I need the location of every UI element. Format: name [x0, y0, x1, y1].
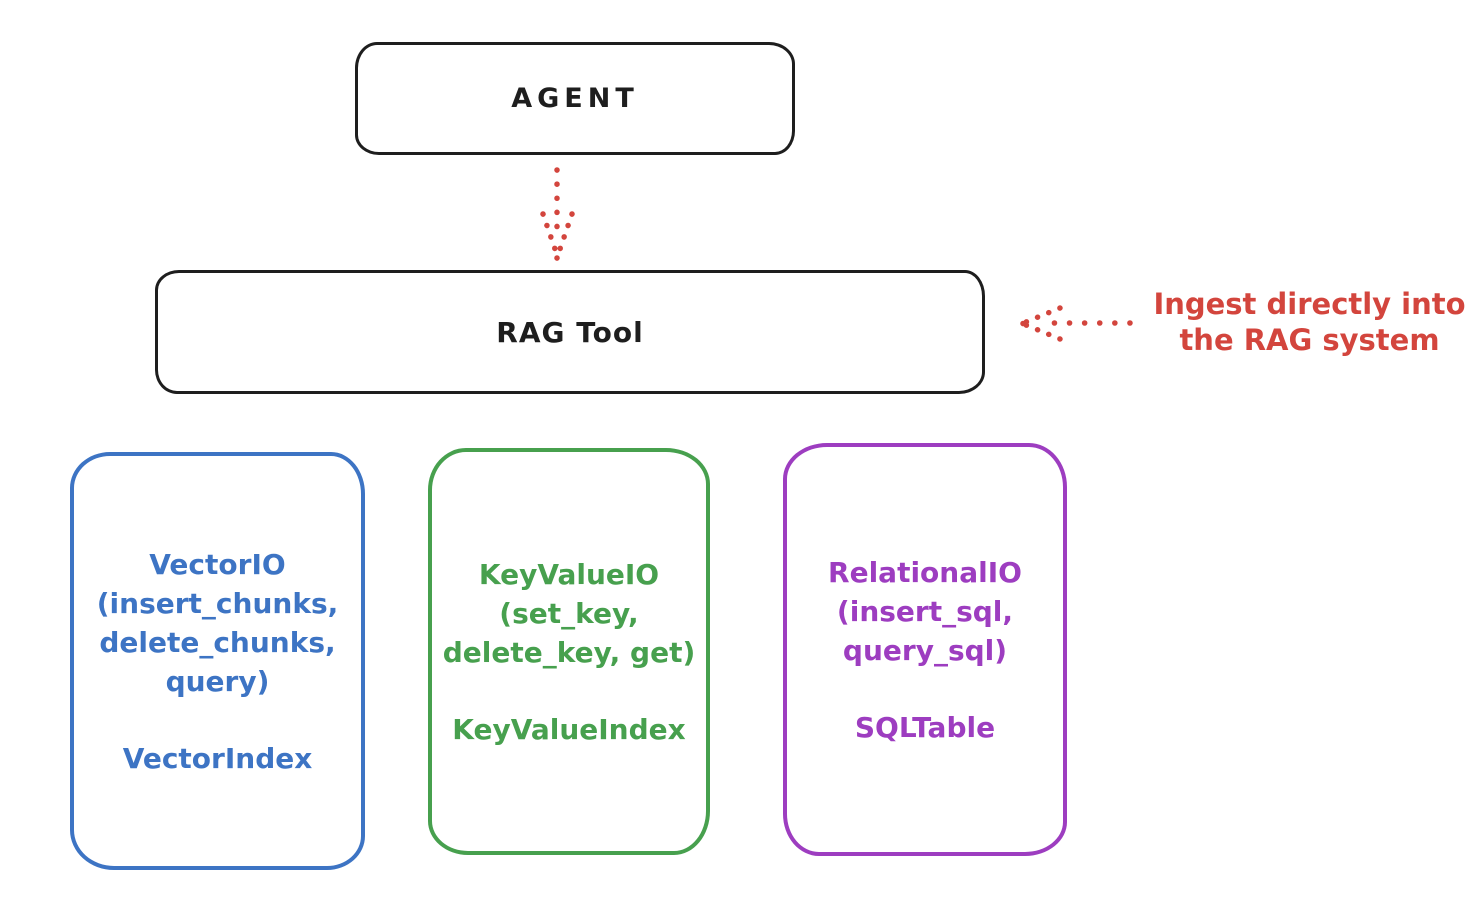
- ingest-annotation: Ingest directly into the RAG system: [1135, 286, 1484, 358]
- backend-line: VectorIO: [149, 547, 286, 581]
- backend-line: delete_chunks,: [99, 625, 336, 659]
- ingest-annotation-line2: the RAG system: [1179, 323, 1440, 357]
- backend-line: delete_key, get): [442, 635, 696, 669]
- backend-line: (insert_sql,: [836, 594, 1014, 628]
- ingest-annotation-line1: Ingest directly into: [1153, 287, 1466, 321]
- key-value-io-box: KeyValueIO (set_key, delete_key, get) Ke…: [428, 448, 710, 855]
- backend-line: (set_key,: [499, 596, 639, 630]
- ingest-into-ragtool-arrow-icon: [1020, 305, 1133, 342]
- agent-to-ragtool-arrow-icon: [540, 167, 575, 261]
- backend-line: KeyValueIO: [478, 557, 660, 591]
- key-value-io-lines: KeyValueIO (set_key, delete_key, get): [443, 555, 696, 672]
- relational-io-lines: RelationalIO (insert_sql, query_sql): [828, 553, 1022, 670]
- backend-line: query): [165, 664, 270, 698]
- vector-index-label: VectorIndex: [122, 741, 313, 775]
- key-value-index-label: KeyValueIndex: [452, 712, 686, 746]
- vector-io-lines: VectorIO (insert_chunks, delete_chunks, …: [97, 545, 339, 701]
- agent-node: AGENT: [355, 42, 795, 155]
- backend-line: RelationalIO: [828, 555, 1022, 589]
- backend-line: (insert_chunks,: [96, 586, 339, 620]
- vector-io-box: VectorIO (insert_chunks, delete_chunks, …: [70, 452, 365, 870]
- rag-tool-node: RAG Tool: [155, 270, 985, 394]
- relational-io-box: RelationalIO (insert_sql, query_sql) SQL…: [783, 443, 1067, 856]
- agent-label: AGENT: [511, 83, 639, 114]
- rag-tool-label: RAG Tool: [496, 315, 644, 349]
- backend-line: query_sql): [842, 633, 1008, 667]
- sql-table-label: SQLTable: [854, 710, 996, 744]
